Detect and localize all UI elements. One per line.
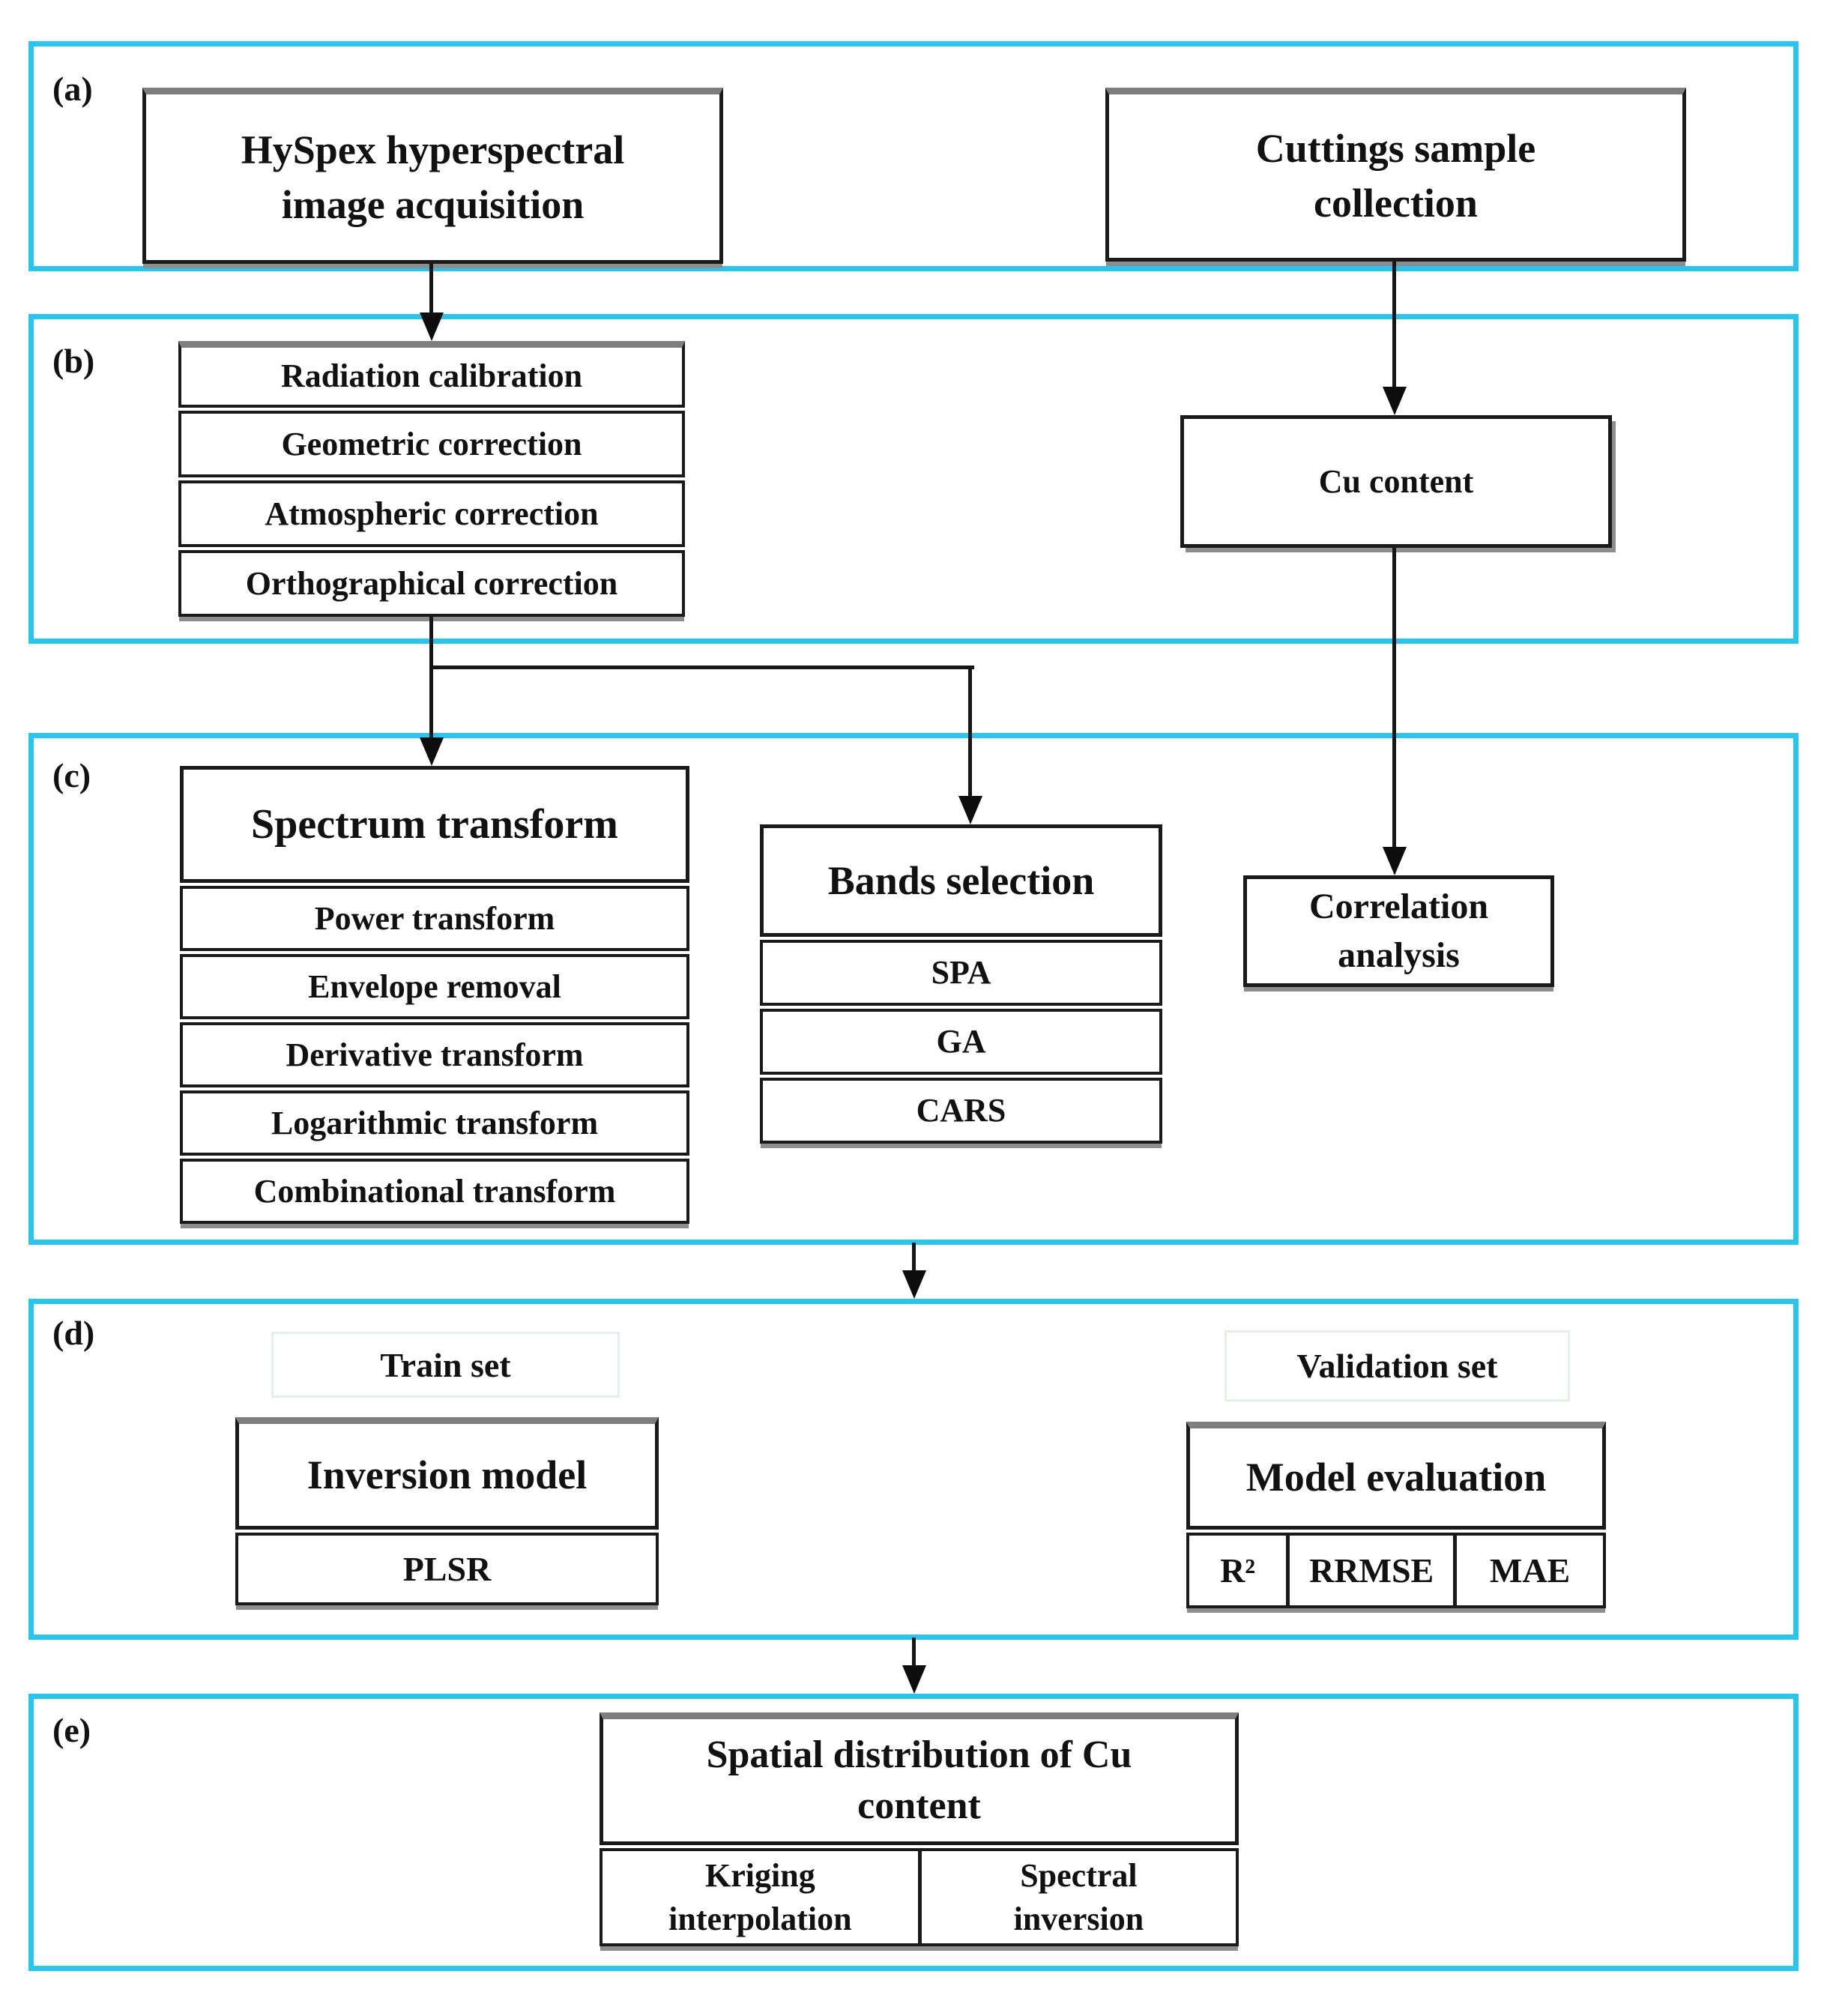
bands-item-label: GA: [936, 1023, 986, 1060]
branch-to-bands-horizontal-line: [429, 666, 974, 669]
bands-item-cars: CARS: [760, 1078, 1162, 1144]
spectrum-transform-title: Spectrum transform: [251, 801, 618, 848]
arrow-cu-to-correlation-line: [1392, 548, 1396, 848]
spectrum-item-label: Combinational transform: [253, 1172, 616, 1210]
arrow-panel-c-to-d-head: [902, 1270, 926, 1299]
panel-b: [28, 314, 1799, 644]
panel-c-label: (c): [52, 756, 91, 794]
spectrum-transform-header: Spectrum transform: [180, 766, 689, 883]
step-orthographical-correction: Orthographical correction: [178, 550, 685, 617]
spectrum-item-label: Derivative transform: [286, 1036, 584, 1073]
inversion-method-plsr: PLSR: [235, 1533, 659, 1605]
hyspex-acquisition-label: HySpex hyperspectral image acquisition: [241, 127, 625, 227]
cuttings-collection-label: Cuttings sample collection: [1255, 126, 1536, 226]
spectrum-item-logarithmic: Logarithmic transform: [180, 1090, 689, 1156]
spectrum-item-label: Logarithmic transform: [271, 1104, 599, 1141]
validation-set-box: Validation set: [1224, 1330, 1570, 1401]
step-radiation-calibration: Radiation calibration: [178, 341, 685, 408]
bands-item-label: SPA: [931, 954, 991, 992]
metric-rrmse: RRMSE: [1286, 1536, 1453, 1605]
spectrum-item-derivative: Derivative transform: [180, 1022, 689, 1087]
arrow-hyspex-to-preprocessing-head: [420, 313, 444, 341]
step-atmospheric-correction: Atmospheric correction: [178, 480, 685, 547]
inversion-method-label: PLSR: [402, 1550, 492, 1588]
bands-selection-header: Bands selection: [760, 824, 1162, 937]
method-spectral-inversion: Spectral inversion: [917, 1851, 1236, 1943]
panel-d-label: (d): [52, 1314, 95, 1352]
spatial-methods-row: Kriging interpolation Spectral inversion: [600, 1848, 1239, 1946]
train-set-label: Train set: [380, 1345, 511, 1384]
cuttings-collection-box: Cuttings sample collection: [1105, 88, 1686, 262]
panel-d: [28, 1299, 1799, 1640]
method-kriging: Kriging interpolation: [603, 1851, 918, 1943]
panel-b-label: (b): [52, 342, 95, 380]
cu-content-label: Cu content: [1318, 462, 1474, 500]
panel-a-label: (a): [52, 70, 93, 108]
model-evaluation-header: Model evaluation: [1186, 1422, 1606, 1530]
arrow-cuttings-to-cu-line: [1392, 262, 1396, 389]
arrow-panel-c-to-d-line: [912, 1243, 916, 1272]
panel-e: [28, 1694, 1799, 1971]
arrow-hyspex-to-preprocessing-line: [429, 264, 433, 315]
inversion-model-header: Inversion model: [235, 1417, 659, 1530]
bands-item-label: CARS: [916, 1092, 1006, 1129]
correlation-analysis-label: Correlation analysis: [1308, 886, 1489, 975]
metric-label: RRMSE: [1309, 1551, 1434, 1590]
spatial-distribution-title: Spatial distribution of Cu content: [706, 1733, 1132, 1827]
correlation-analysis-box: Correlation analysis: [1243, 875, 1554, 987]
spatial-distribution-header: Spatial distribution of Cu content: [600, 1712, 1239, 1845]
spectrum-item-label: Envelope removal: [308, 968, 561, 1005]
step-label: Radiation calibration: [280, 357, 583, 395]
arrow-cu-to-correlation-head: [1383, 847, 1407, 875]
spectrum-item-label: Power transform: [314, 899, 555, 937]
metric-label: R²: [1220, 1551, 1256, 1590]
arrow-branch-to-bands-line: [968, 666, 972, 797]
method-label: Spectral inversion: [1013, 1857, 1144, 1937]
spectrum-item-power: Power transform: [180, 886, 689, 951]
step-geometric-correction: Geometric correction: [178, 411, 685, 477]
cu-content-box: Cu content: [1180, 415, 1612, 548]
arrow-cuttings-to-cu-head: [1383, 387, 1407, 415]
metric-mae: MAE: [1453, 1536, 1603, 1605]
method-label: Kriging interpolation: [668, 1857, 852, 1937]
metric-label: MAE: [1489, 1551, 1571, 1590]
inversion-model-title: Inversion model: [306, 1452, 588, 1497]
panel-a: [28, 41, 1799, 271]
bands-item-spa: SPA: [760, 940, 1162, 1006]
step-label: Orthographical correction: [245, 564, 618, 602]
panel-e-label: (e): [52, 1711, 91, 1749]
arrow-preprocessing-to-spectrum-head: [420, 737, 444, 766]
metric-r2: R²: [1189, 1536, 1286, 1605]
spectrum-item-combinational: Combinational transform: [180, 1159, 689, 1224]
validation-set-label: Validation set: [1296, 1347, 1498, 1385]
step-label: Geometric correction: [281, 425, 582, 462]
train-set-box: Train set: [271, 1332, 620, 1398]
spectrum-item-envelope: Envelope removal: [180, 954, 689, 1019]
bands-item-ga: GA: [760, 1009, 1162, 1075]
arrow-preprocessing-to-spectrum-line: [429, 617, 433, 739]
step-label: Atmospheric correction: [265, 495, 599, 532]
evaluation-metrics-row: R² RRMSE MAE: [1186, 1533, 1606, 1608]
panel-c: [28, 733, 1799, 1245]
arrow-panel-d-to-e-head: [902, 1665, 926, 1694]
model-evaluation-title: Model evaluation: [1245, 1454, 1547, 1500]
bands-selection-title: Bands selection: [827, 857, 1095, 903]
arrow-panel-d-to-e-line: [912, 1638, 916, 1667]
hyspex-acquisition-box: HySpex hyperspectral image acquisition: [142, 88, 723, 264]
arrow-branch-to-bands-head: [958, 796, 982, 824]
